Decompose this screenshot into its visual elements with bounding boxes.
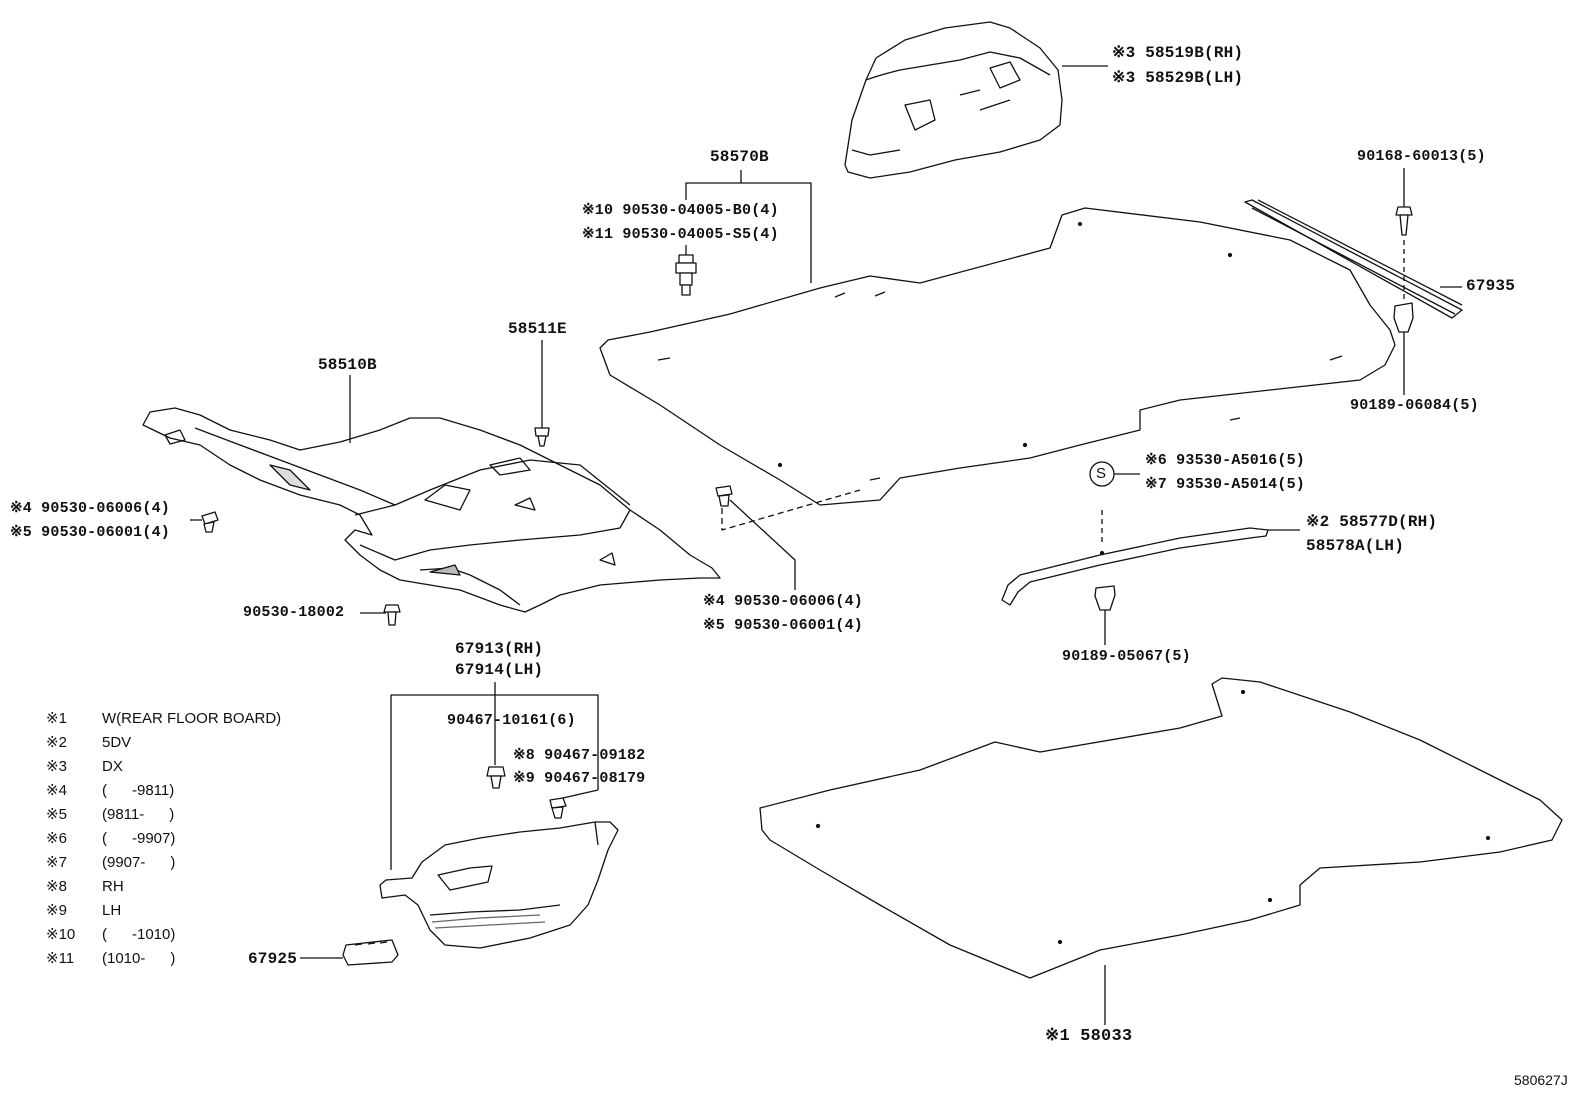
label-67935: 67935 [1466,277,1516,295]
clip-90467-08179 [550,798,566,818]
floor-board-58033 [760,678,1562,978]
label-58511e: 58511E [508,320,567,338]
label-90467-08179: ※9 90467-08179 [513,770,646,787]
bracket-58577d [1002,528,1268,605]
label-58510b: 58510B [318,356,377,374]
label-90530-04005-b0: ※10 90530-04005-B0(4) [582,202,779,219]
label-58519b: ※3 58519B(RH) [1112,44,1244,62]
clip-90530-06006-mid [716,486,732,506]
label-90189-06084: 90189-06084(5) [1350,397,1479,414]
label-58570b: 58570B [710,148,769,166]
clip-58511e [535,428,549,446]
note-7: ※7(9907- ) [46,854,176,871]
label-90467-10161: 90467-10161(6) [447,712,576,729]
label-90530-04005-s5: ※11 90530-04005-S5(4) [582,226,779,243]
deck-trim-58510b [143,408,720,612]
screw-90168 [1396,207,1412,235]
label-93530-a5014: ※7 93530-A5014(5) [1145,476,1305,493]
nut-90189-05067 [1095,586,1115,610]
diagram-code: 580627J [1514,1072,1568,1088]
nut-90189-06084 [1394,303,1413,332]
leader-58570b [686,183,811,283]
label-90530-06006-mid: ※4 90530-06006(4) [703,593,863,610]
label-67914: 67914(LH) [455,661,544,679]
rail-67935 [1245,200,1462,318]
label-58577d: ※2 58577D(RH) [1306,513,1438,531]
label-90530-06001-mid: ※5 90530-06001(4) [703,617,863,634]
label-58529b: ※3 58529B(LH) [1112,69,1244,87]
wheelhouse-cover [845,22,1062,178]
label-58033: ※1 58033 [1045,1027,1133,1046]
label-93530-a5016: ※6 93530-A5016(5) [1145,452,1305,469]
note-5: ※5(9811- ) [46,806,175,823]
note-6: ※6( -9907) [46,830,176,847]
note-11: ※11(1010- ) [46,950,176,967]
label-90168-60013: 90168-60013(5) [1357,148,1486,165]
deck-board-58570b [600,208,1395,505]
label-90530-18002: 90530-18002 [243,604,345,621]
leader-90530-06006-mid [730,500,795,590]
label-90530-06006-left: ※4 90530-06006(4) [10,500,170,517]
label-90189-05067: 90189-05067(5) [1062,648,1191,665]
clip-90467-09182 [487,767,505,788]
side-trim-67913 [380,822,618,948]
label-90467-09182: ※8 90467-09182 [513,747,646,764]
clip-90530-04005 [676,255,696,295]
label-67913: 67913(RH) [455,640,544,658]
note-10: ※10( -1010) [46,926,176,943]
pad-67925 [343,940,398,965]
label-58578a: 58578A(LH) [1306,537,1405,555]
label-67925: 67925 [248,950,298,968]
label-90530-06001-left: ※5 90530-06001(4) [10,524,170,541]
clip-90530-06006-left [202,512,218,532]
s-mark-letter: S [1096,465,1107,482]
clip-90530-18002 [384,605,400,625]
note-4: ※4( -9811) [46,782,175,799]
